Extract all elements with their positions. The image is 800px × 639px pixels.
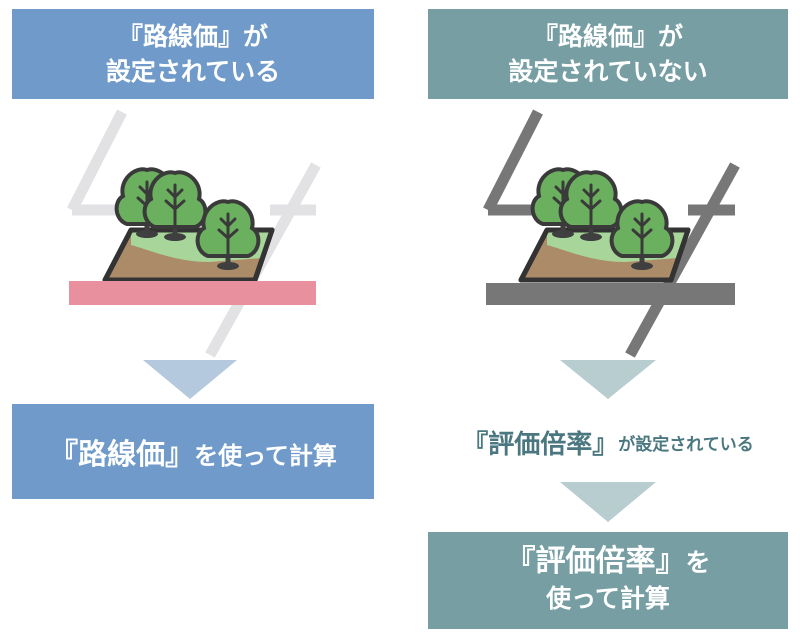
left-result-rest: を使って計算 xyxy=(194,441,337,470)
left-result-emphasis: 『路線価』 xyxy=(49,436,195,471)
right-down-arrow-2 xyxy=(560,482,656,522)
left-map-illustration xyxy=(67,109,321,399)
left-header-box: 『路線価』が 設定されている xyxy=(12,9,374,99)
right-condition-emphasis: 『評価倍率』 xyxy=(462,429,619,460)
right-down-arrow-1 xyxy=(560,360,656,399)
right-result-emphasis: 『評価倍率』 xyxy=(505,544,686,579)
right-map-illustration xyxy=(483,109,740,522)
left-down-arrow xyxy=(143,360,237,399)
right-result-box: 『評価倍率』を 使って計算 xyxy=(428,532,788,629)
left-result-box: 『路線価』を使って計算 xyxy=(12,404,374,499)
right-road-without-price xyxy=(486,283,735,305)
left-header-line1: 『路線価』が xyxy=(117,22,268,51)
right-condition-rest: が設定されている xyxy=(618,434,754,455)
right-header-box: 『路線価』が 設定されていない xyxy=(428,9,788,99)
right-result-particle: を xyxy=(685,548,711,577)
right-result-line2: 使って計算 xyxy=(546,584,670,613)
right-condition-text: 『評価倍率』が設定されている xyxy=(428,420,788,464)
right-header-line2: 設定されていない xyxy=(508,57,708,86)
left-road-with-price xyxy=(69,281,316,305)
left-header-line2: 設定されている xyxy=(105,57,281,86)
right-header-line1: 『路線価』が xyxy=(532,22,683,51)
